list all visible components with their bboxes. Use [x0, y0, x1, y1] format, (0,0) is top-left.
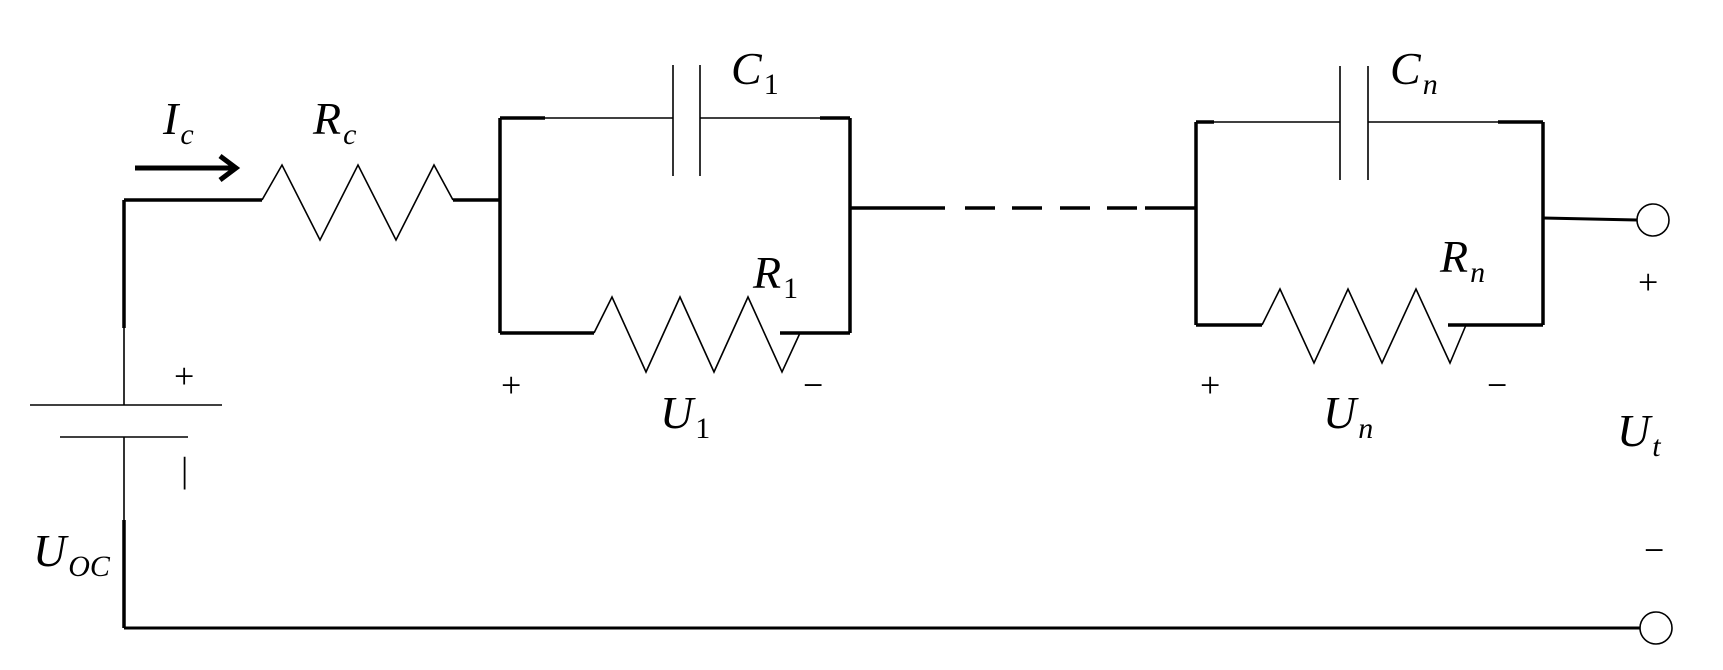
capacitor-1-label: C1	[731, 43, 779, 101]
u1-minus-sign: −	[803, 365, 823, 405]
voltage-source	[30, 200, 222, 628]
u1-plus-sign: +	[501, 365, 521, 405]
resistor-n-label: Rn	[1439, 231, 1485, 289]
series-resistor-label: Rc	[312, 93, 356, 151]
un-minus-sign: −	[1487, 365, 1507, 405]
voltage-1-label: U1	[660, 387, 710, 445]
output-plus-sign: +	[1638, 262, 1658, 302]
un-plus-sign: +	[1200, 365, 1220, 405]
capacitor-n-label: Cn	[1390, 43, 1438, 101]
source-plus-sign: +	[174, 356, 194, 396]
voltage-n-label: Un	[1323, 387, 1373, 445]
open-circuit-voltage-label: UOC	[33, 525, 111, 583]
resistor-1-label: R1	[752, 247, 798, 305]
series-resistor	[261, 163, 454, 242]
negative-terminal	[1639, 611, 1673, 645]
output-wire-top	[1542, 216, 1638, 222]
output-minus-sign: −	[1644, 530, 1664, 570]
rc-block-n	[1194, 66, 1545, 365]
terminal-voltage-label: Ut	[1617, 405, 1661, 463]
source-minus-sign: |	[181, 450, 188, 490]
positive-terminal	[1636, 203, 1670, 237]
rc-block-1	[498, 65, 852, 374]
current-label: Ic	[162, 93, 194, 151]
current-arrow-icon	[135, 154, 241, 182]
resistor-1	[593, 295, 801, 374]
resistor-n	[1261, 287, 1467, 365]
